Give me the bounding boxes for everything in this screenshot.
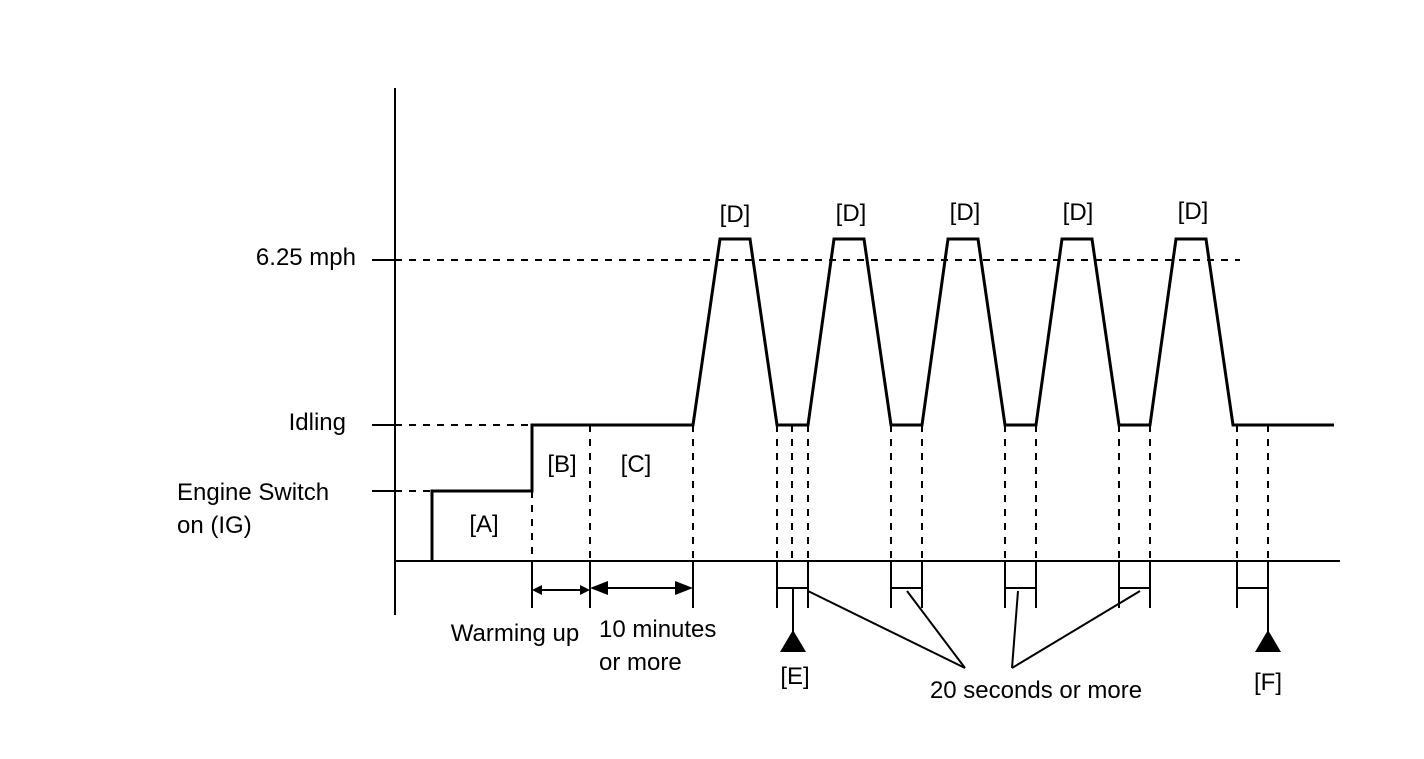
drive-pattern-trace [430, 237, 1334, 561]
twenty-seconds-leaders [807, 590, 1141, 669]
marker-e [780, 588, 806, 652]
marker-f [1255, 588, 1281, 652]
idling-level-label: Idling [289, 409, 346, 436]
phase-d-label: [D] [720, 201, 751, 228]
phase-d-label: [D] [1063, 199, 1094, 226]
twenty-seconds-label: 20 seconds or more [930, 677, 1142, 704]
idle-interval-guides [776, 425, 1269, 561]
phase-c-label: [C] [621, 451, 652, 478]
engine-switch-label-line2: on (IG) [177, 512, 252, 539]
phase-d-label: [D] [836, 200, 867, 227]
phase-d-label: [D] [950, 199, 981, 226]
speed-level-label: 6.25 mph [256, 244, 356, 271]
ten-minutes-label-line2: or more [599, 649, 682, 676]
warming-up-label: Warming up [451, 620, 579, 647]
marker-e-label: [E] [780, 663, 809, 690]
phase-b-label: [B] [547, 451, 576, 478]
ten-minutes-label-line1: 10 minutes [599, 616, 716, 643]
phase-d-label: [D] [1178, 198, 1209, 225]
interval-brackets [531, 561, 1269, 608]
marker-f-label: [F] [1254, 669, 1282, 696]
phase-a-label: [A] [469, 511, 498, 538]
ten-minutes-arrow [590, 581, 693, 595]
engine-switch-label-line1: Engine Switch [177, 479, 329, 506]
warming-up-arrow [532, 585, 590, 595]
